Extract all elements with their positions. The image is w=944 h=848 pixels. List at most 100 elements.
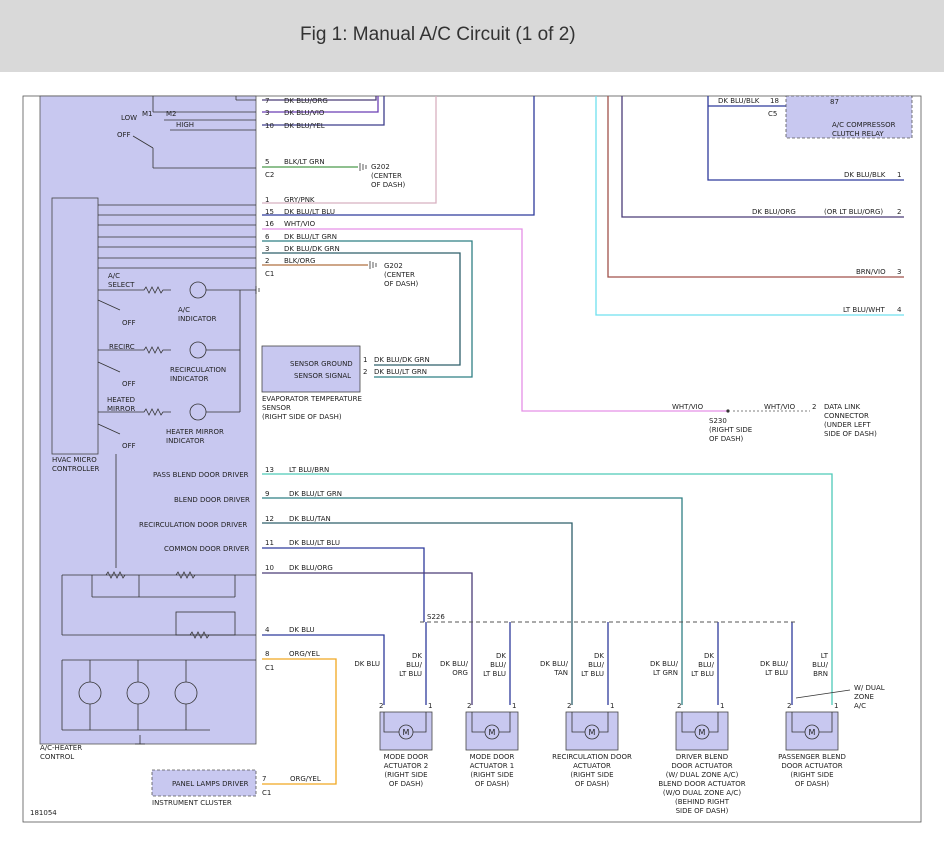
actuator-left-wire: DK BLU/ORG [440,660,469,677]
relay-pin-87: 87 [830,98,839,106]
text-line: A/C [108,272,120,280]
svg-text:DK BLU/TAN: DK BLU/TAN [289,515,331,523]
text-line: TAN [553,669,568,677]
svg-text:DK BLU/ORG: DK BLU/ORG [752,208,796,216]
actuator-left-wire: DK BLU/LT BLU [760,660,789,677]
diagram-frame [22,95,922,823]
svg-text:DK BLU: DK BLU [289,626,315,634]
off-label-4: OFF [122,442,136,450]
ground-symbol-g202a [359,163,367,171]
svg-text:C1: C1 [265,270,274,278]
m2-label: M2 [166,110,177,118]
pass-blend-driver-label: PASS BLEND DOOR DRIVER [153,471,249,479]
svg-text:2: 2 [363,368,367,376]
text-line: (W/ DUAL ZONE A/C) [666,771,739,779]
svg-text:11: 11 [265,539,274,547]
text-line: SENSOR [262,404,291,412]
evap-sensor-box [261,345,361,393]
text-line: HEATED [107,396,135,404]
text-line: BLEND DOOR ACTUATOR [658,780,745,788]
svg-text:DK BLU/DK GRN: DK BLU/DK GRN [374,356,430,364]
actuator-wiring [791,712,833,733]
motor-label: M [699,728,706,737]
panel-lamps-driver-label: PANEL LAMPS DRIVER [172,780,249,788]
svg-text:7: 7 [265,97,269,105]
figure-title: Fig 1: Manual A/C Circuit (1 of 2) [300,24,576,45]
svg-text:DK BLU/LT GRN: DK BLU/LT GRN [374,368,427,376]
text-line: DK BLU/ [540,660,569,668]
off-label: OFF [117,131,131,139]
actuator-box [379,711,433,751]
text-line: DK BLU [354,660,380,668]
text-line: ACTUATOR 1 [470,762,515,770]
text-line: DATA LINK [824,403,860,411]
svg-text:4: 4 [265,626,270,634]
data-link-right-label: WHT/VIO [764,403,796,411]
text-line: (RIGHT SIDE [790,771,833,779]
svg-text:1: 1 [363,356,367,364]
text-line: LT GRN [653,669,678,677]
actuator-box [465,711,519,751]
text-line: INDICATOR [166,437,205,445]
text-line: MODE DOOR [384,753,429,761]
sensor-wire-labels: 1 DK BLU/DK GRN 2 DK BLU/LT GRN [363,356,430,376]
motor-label: M [489,728,496,737]
recirc-driver-label: RECIRCULATION DOOR DRIVER [139,521,247,529]
text-line: (UNDER LEFT [824,421,871,429]
figure-header: Fig 1: Manual A/C Circuit (1 of 2) [0,0,944,72]
text-line: DK BLU/ [760,660,789,668]
svg-text:12: 12 [265,515,274,523]
text-line: DK BLU/ [440,660,469,668]
svg-text:(OR LT BLU/ORG): (OR LT BLU/ORG) [824,208,883,216]
svg-text:13: 13 [265,466,274,474]
text-line: OF DASH) [795,780,830,788]
text-line: RECIRCULATION [170,366,226,374]
actuator-box [675,711,729,751]
text-line: ZONE [854,693,874,701]
svg-text:3: 3 [265,109,269,117]
relay-pin-18: 18 [770,97,779,105]
text-line: S230 [709,417,727,425]
sensor-signal-label: SENSOR SIGNAL [294,372,351,380]
svg-text:3: 3 [265,245,269,253]
text-line: LT BLU [581,670,604,678]
text-line: BLU/ [490,661,506,669]
actuator-left-wire: DK BLU/TAN [540,660,569,677]
svg-text:DK BLU/BLK: DK BLU/BLK [844,171,886,179]
text-line: CONTROLLER [52,465,100,473]
motor-label: M [589,728,596,737]
controller-bus-lines [98,204,256,269]
actuator-pin: 2 [467,702,471,710]
text-line: ACTUATOR 2 [384,762,429,770]
svg-text:BRN/VIO: BRN/VIO [856,268,886,276]
svg-text:DK BLU/ORG: DK BLU/ORG [289,564,333,572]
text-line: DOOR ACTUATOR [671,762,732,770]
svg-text:DK BLU/ORG: DK BLU/ORG [284,97,328,105]
text-line: (BEHIND RIGHT [675,798,730,806]
cluster-wire-pin: 7 [262,775,266,783]
low-label: LOW [121,114,137,122]
ac-compressor-relay-box [785,95,913,139]
text-line: A/C [854,702,866,710]
text-line: EVAPORATOR TEMPERATURE [262,395,362,403]
relay-c5: C5 [768,110,777,118]
actuator-box [565,711,619,751]
actuator-pin: 1 [720,702,724,710]
svg-text:ORG/YEL: ORG/YEL [289,650,320,658]
text-line: LT BLU [765,669,788,677]
text-line: OF DASH) [389,780,424,788]
text-line: SIDE OF DASH) [676,807,729,815]
